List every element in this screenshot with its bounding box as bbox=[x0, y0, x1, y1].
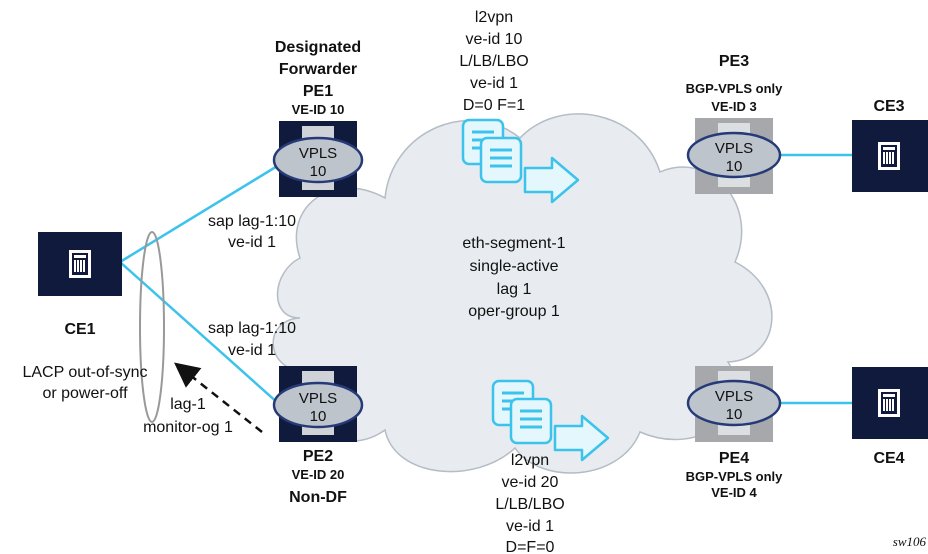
top-message-line-2: ve-id 10 bbox=[466, 31, 523, 48]
top-message-line-3: L/LB/LBO bbox=[459, 53, 528, 70]
svg-text:VPLS: VPLS bbox=[715, 140, 753, 157]
pe1-veid: VE-ID 10 bbox=[292, 102, 345, 117]
pe2-vpls-service: VPLS 10 bbox=[272, 381, 364, 429]
oper-group-arrow bbox=[174, 362, 263, 433]
sap-top-line-1: sap lag-1:10 bbox=[208, 213, 296, 230]
top-message-icon bbox=[461, 118, 580, 204]
network-cloud bbox=[272, 113, 773, 474]
svg-text:10: 10 bbox=[310, 163, 327, 180]
links bbox=[119, 153, 852, 405]
pe3-name: PE3 bbox=[719, 53, 749, 70]
pe2-role: Non-DF bbox=[289, 489, 347, 506]
cloud-line-1: eth-segment-1 bbox=[462, 235, 565, 252]
ce3-router-icon bbox=[878, 142, 900, 170]
cloud-line-4: oper-group 1 bbox=[468, 303, 560, 320]
pe4-name: PE4 bbox=[719, 450, 749, 467]
ce1-router-icon bbox=[69, 250, 91, 278]
cloud-line-2: single-active bbox=[470, 258, 559, 275]
pe4-vpls-service: VPLS 10 bbox=[686, 379, 782, 427]
monitor-note-line-2: monitor-og 1 bbox=[143, 419, 233, 436]
pe1-role-line2: Forwarder bbox=[279, 61, 357, 78]
sap-top-line-2: ve-id 1 bbox=[228, 234, 276, 251]
svg-text:VPLS: VPLS bbox=[299, 390, 337, 407]
svg-text:VPLS: VPLS bbox=[299, 145, 337, 162]
lacp-note-line-2: or power-off bbox=[42, 385, 128, 402]
lacp-note-line-1: LACP out-of-sync bbox=[22, 364, 147, 381]
pe3-veid: VE-ID 3 bbox=[711, 99, 757, 114]
svg-text:VPLS: VPLS bbox=[715, 388, 753, 405]
sap-bottom-line-2: ve-id 1 bbox=[228, 342, 276, 359]
pe2-name: PE2 bbox=[303, 448, 333, 465]
svg-text:10: 10 bbox=[310, 408, 327, 425]
pe3-mode: BGP-VPLS only bbox=[686, 81, 784, 96]
ce1-label: CE1 bbox=[64, 321, 95, 338]
sap-bottom-line-1: sap lag-1:10 bbox=[208, 320, 296, 337]
top-message-line-5: D=0 F=1 bbox=[463, 97, 525, 114]
bottom-message-line-5: D=F=0 bbox=[506, 539, 555, 554]
pe1-name: PE1 bbox=[303, 83, 333, 100]
pe4-veid: VE-ID 4 bbox=[711, 485, 757, 500]
pe1-role-line1: Designated bbox=[275, 39, 361, 56]
cloud-line-3: lag 1 bbox=[497, 281, 532, 298]
pe3-vpls-service: VPLS 10 bbox=[686, 131, 782, 179]
monitor-note-line-1: lag-1 bbox=[170, 396, 206, 413]
svg-text:10: 10 bbox=[726, 158, 743, 175]
bottom-message-icon bbox=[491, 379, 610, 462]
figure-id: sw106 bbox=[893, 534, 927, 549]
ce4-label: CE4 bbox=[873, 450, 904, 467]
top-message-line-4: ve-id 1 bbox=[470, 75, 518, 92]
pe2-veid: VE-ID 20 bbox=[292, 467, 345, 482]
bottom-message-line-4: ve-id 1 bbox=[506, 518, 554, 535]
ce4-router-icon bbox=[878, 389, 900, 417]
bottom-message-line-3: L/LB/LBO bbox=[495, 496, 564, 513]
pe1-vpls-service: VPLS 10 bbox=[272, 136, 364, 184]
link-ce1-pe2 bbox=[119, 261, 280, 405]
bottom-message-line-2: ve-id 20 bbox=[502, 474, 559, 491]
lag-oval bbox=[139, 231, 165, 423]
bottom-message-line-1: l2vpn bbox=[511, 452, 549, 469]
ce3-label: CE3 bbox=[873, 98, 904, 115]
svg-text:10: 10 bbox=[726, 406, 743, 423]
pe4-mode: BGP-VPLS only bbox=[686, 469, 784, 484]
top-message-line-1: l2vpn bbox=[475, 9, 513, 26]
